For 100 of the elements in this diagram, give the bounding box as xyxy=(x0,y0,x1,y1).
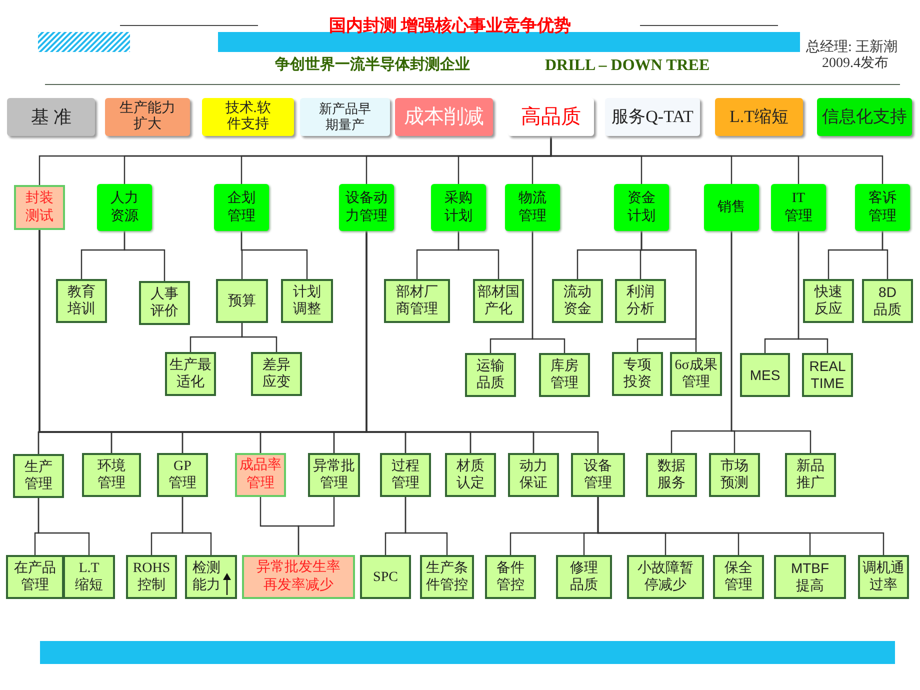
box-label: 6σ成果管理 xyxy=(674,357,718,391)
box-label: 备件管控 xyxy=(496,560,526,594)
box-label: ROHS 控制 xyxy=(132,560,172,594)
process-box xyxy=(713,555,764,599)
process-box xyxy=(646,453,697,497)
process-box xyxy=(552,279,603,323)
process-box xyxy=(615,279,666,323)
process-box xyxy=(56,279,107,323)
box-label: SPC xyxy=(372,568,399,586)
box-label: 新品推广 xyxy=(796,458,826,492)
box-label: 人事评价 xyxy=(150,286,180,320)
box-label: 成品率管理 xyxy=(238,457,282,493)
process-box xyxy=(627,555,704,599)
process-box xyxy=(556,555,612,599)
process-box xyxy=(82,453,141,497)
process-box xyxy=(126,555,177,599)
process-box xyxy=(14,185,65,230)
box-label: 信息化支持 xyxy=(821,106,908,128)
box-label: 预算 xyxy=(227,292,257,310)
process-box xyxy=(709,453,760,497)
process-box xyxy=(214,184,269,231)
process-box xyxy=(6,555,64,599)
date-note: 2009.4发布 xyxy=(822,54,888,73)
box-label: 异常批发生率再发率减少 xyxy=(256,559,342,595)
box-label: 运输品质 xyxy=(476,358,506,392)
connector-line xyxy=(38,498,90,555)
box-label: 8D 品质 xyxy=(872,284,902,318)
box-label: 成本削减 xyxy=(403,105,485,130)
box-label: 差异应变 xyxy=(262,357,292,391)
process-box xyxy=(539,353,590,397)
process-box xyxy=(612,352,663,396)
box-label: 在产品管理 xyxy=(13,560,57,594)
category-box xyxy=(817,98,912,136)
box-label: MTBF 提高 xyxy=(790,560,830,594)
box-label: 过程管理 xyxy=(390,458,420,492)
process-box xyxy=(97,184,152,231)
process-box xyxy=(63,555,115,599)
box-label: 环境管理 xyxy=(96,458,126,492)
slogan: 争创世界一流半导体封测企业 xyxy=(275,55,470,75)
box-label: 销售 xyxy=(716,198,746,216)
box-label: 高品质 xyxy=(520,105,582,130)
process-box xyxy=(185,555,237,599)
box-label: 库房管理 xyxy=(550,358,580,392)
connector-line xyxy=(298,497,335,555)
process-box xyxy=(445,453,496,497)
title: 国内封测 增强核心事业竞争优势 xyxy=(328,15,572,37)
connector-line xyxy=(550,136,884,184)
process-box xyxy=(505,184,560,231)
box-label: 异常批管理 xyxy=(312,458,356,492)
box-label: REAL TIME xyxy=(808,358,847,392)
connector-line xyxy=(882,231,888,279)
box-label: 人力资源 xyxy=(110,190,140,226)
box-label: 专项投资 xyxy=(622,357,652,391)
connector-line xyxy=(404,497,448,555)
process-box xyxy=(216,279,268,323)
box-label: 数据服务 xyxy=(656,458,686,492)
category-box xyxy=(105,98,190,136)
box-label: 基 准 xyxy=(30,106,72,128)
box-label: 新产品早期量产 xyxy=(318,101,372,133)
process-box xyxy=(431,184,486,231)
process-box xyxy=(855,184,910,231)
box-label: 采购计划 xyxy=(444,190,474,226)
process-box xyxy=(251,352,302,396)
process-box xyxy=(740,353,790,397)
connector-line xyxy=(124,231,166,281)
box-label: 利润分析 xyxy=(626,284,656,318)
process-box xyxy=(380,453,431,497)
process-box xyxy=(13,454,64,498)
box-label: 设备动力管理 xyxy=(344,190,388,226)
process-box xyxy=(508,453,559,497)
category-box xyxy=(715,98,803,136)
box-label: L.T缩短 xyxy=(728,106,790,128)
process-box xyxy=(862,279,913,323)
process-box xyxy=(360,555,411,599)
connector-line xyxy=(241,323,278,352)
connector-line xyxy=(182,497,212,555)
process-box xyxy=(139,281,190,325)
connector-line xyxy=(366,231,599,453)
process-box xyxy=(157,453,208,497)
box-label: 生产能力扩大 xyxy=(118,101,176,133)
box-label: 教育培训 xyxy=(66,284,96,318)
box-label: 流动资金 xyxy=(562,284,592,318)
box-label: 部材国产化 xyxy=(476,284,520,318)
process-box xyxy=(802,353,853,397)
category-box xyxy=(202,98,294,136)
connector-line xyxy=(798,231,828,353)
box-label: 调机通过率 xyxy=(862,560,906,594)
box-label: 保全管理 xyxy=(724,560,754,594)
connector-line xyxy=(532,231,566,353)
connector-line xyxy=(240,231,308,279)
box-label: 生产条件管控 xyxy=(425,560,469,594)
box-label: 检测能力 xyxy=(192,560,222,594)
box-label: 计划调整 xyxy=(292,284,322,318)
category-box xyxy=(395,98,493,136)
box-label: 设备管理 xyxy=(583,458,613,492)
process-box xyxy=(485,555,536,599)
box-label: 生产管理 xyxy=(24,459,54,493)
box-label: GP 管理 xyxy=(168,458,198,492)
process-box xyxy=(465,353,516,397)
process-box xyxy=(242,555,355,599)
